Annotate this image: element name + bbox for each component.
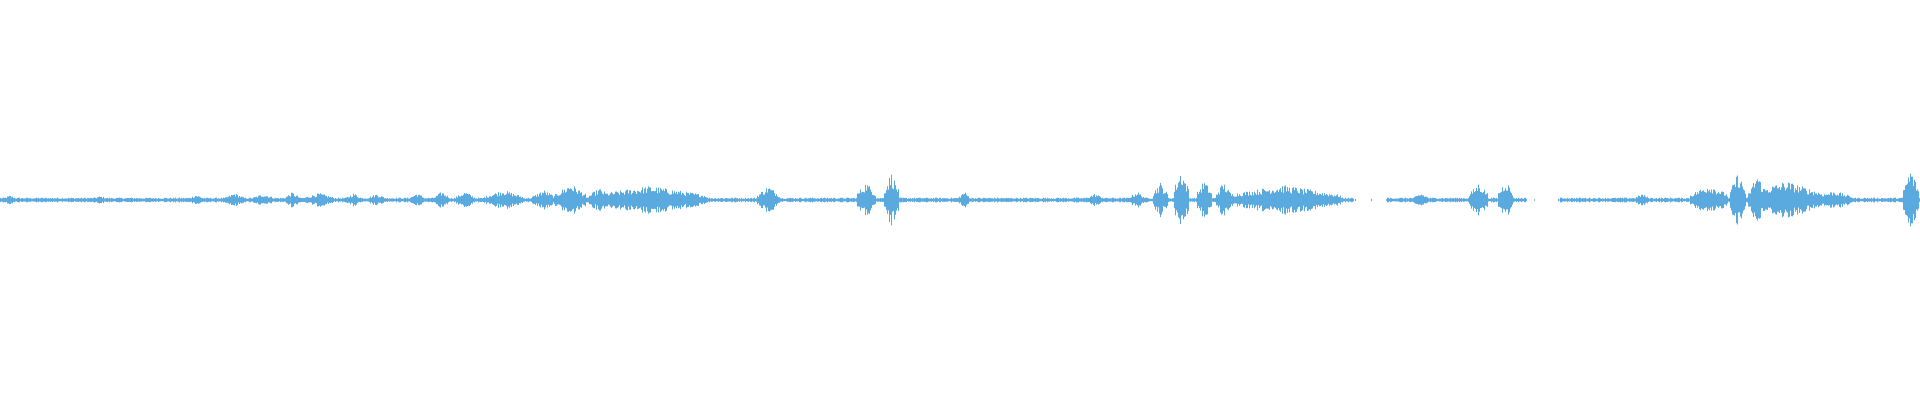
waveform-gap [1526,199,1560,201]
waveform-gap [1353,199,1387,201]
waveform-path [0,173,1920,227]
waveform-bars [0,173,1920,227]
